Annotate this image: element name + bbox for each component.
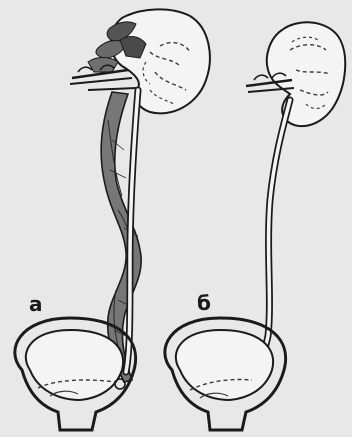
panel-label-b: б xyxy=(197,291,211,315)
panel-label-a: а xyxy=(29,292,43,316)
kidney-a xyxy=(88,9,210,113)
kidney-b xyxy=(267,22,345,126)
